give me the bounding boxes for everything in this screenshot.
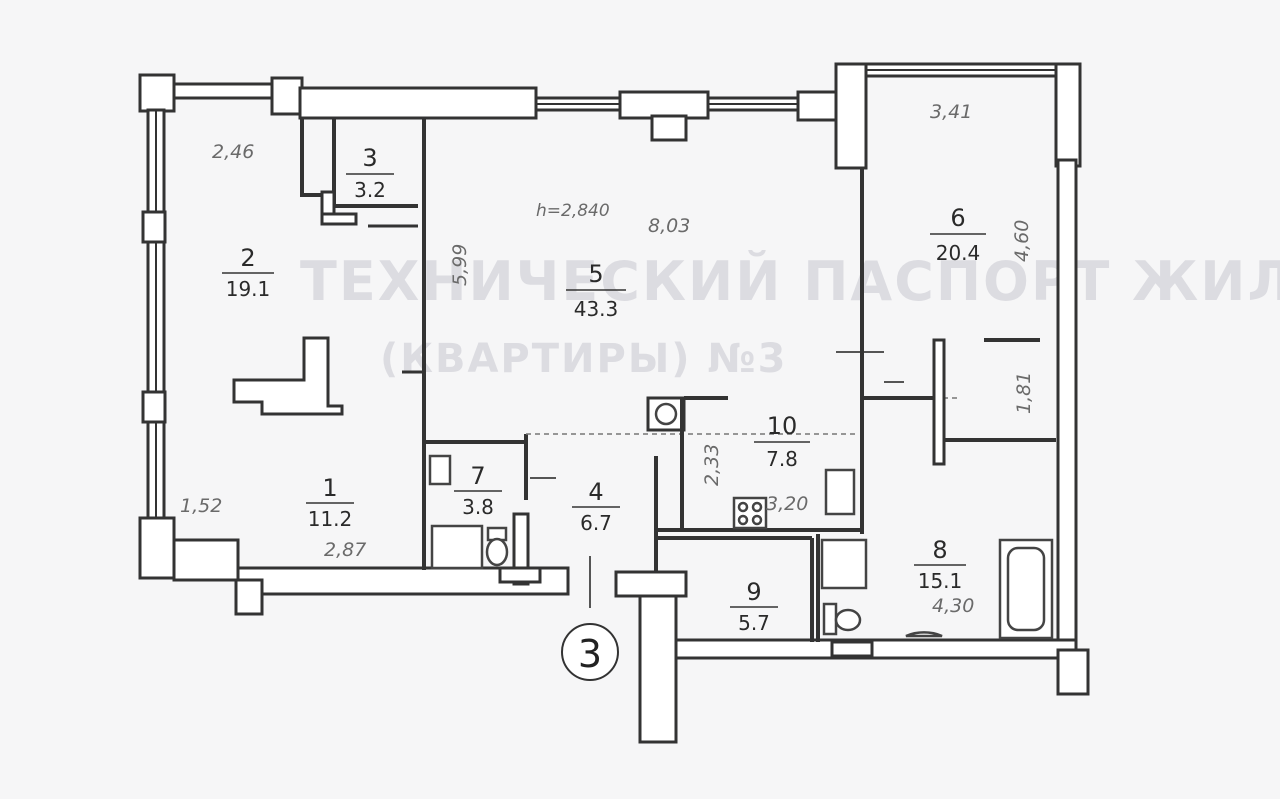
shower-tray-icon xyxy=(430,524,484,570)
wall-top xyxy=(172,82,280,100)
dimension-label: 1,81 xyxy=(1013,372,1035,414)
room-2: 2 19.1 xyxy=(222,244,274,301)
room-number: 4 xyxy=(588,478,603,506)
wall-column xyxy=(1054,62,1082,168)
wall-column xyxy=(141,390,167,424)
stove-icon xyxy=(732,496,768,530)
room-number: 5 xyxy=(588,260,603,288)
room-8: 8 15.1 xyxy=(914,536,966,593)
room-area: 3.8 xyxy=(462,495,494,519)
wall-column xyxy=(270,76,304,116)
partition xyxy=(498,566,542,584)
room-area: 15.1 xyxy=(918,569,963,593)
wall-bottom xyxy=(614,570,688,598)
tick-marks xyxy=(530,351,904,608)
shower-icon xyxy=(820,538,868,590)
room-number: 3 xyxy=(362,144,377,172)
room-number: 9 xyxy=(746,578,761,606)
outer-walls xyxy=(138,62,1090,744)
room-5: 5 43.3 xyxy=(566,260,626,321)
wall-column xyxy=(138,73,176,113)
dimension-label: 2,46 xyxy=(212,141,254,163)
room-1: 1 11.2 xyxy=(306,474,354,531)
wall-bottom xyxy=(172,538,240,582)
wall-top xyxy=(298,86,538,120)
dimension-label: 5,99 xyxy=(449,244,471,286)
kitchen-sink-icon xyxy=(824,468,856,516)
room-number: 1 xyxy=(322,474,337,502)
room-area: 11.2 xyxy=(308,507,353,531)
wall-right xyxy=(1056,158,1078,662)
room-6: 6 20.4 xyxy=(930,204,986,265)
room-9: 9 5.7 xyxy=(730,578,778,635)
dimension-label: 2,33 xyxy=(701,444,723,486)
wall-column xyxy=(1056,648,1090,696)
dimension-label: 3,20 xyxy=(766,493,808,515)
wall-column xyxy=(138,516,176,580)
wall-bottom xyxy=(674,638,1078,660)
wall-column xyxy=(650,114,688,142)
room-number: 8 xyxy=(932,536,947,564)
fixtures xyxy=(428,454,1054,640)
room-3: 3 3.2 xyxy=(346,144,394,202)
room-10: 10 7.8 xyxy=(754,412,810,471)
room-area: 3.2 xyxy=(354,178,386,202)
room-number: 10 xyxy=(767,412,798,440)
partitions xyxy=(232,118,1056,658)
toilet-icon xyxy=(485,537,509,567)
toilet-tank-icon xyxy=(822,602,838,636)
sink-icon xyxy=(428,454,452,486)
watermark: ТЕХНИЧЕСКИЙ ПАСПОРТ ЖИЛОГО ПОМЕЩЕНИЯ (КВ… xyxy=(300,250,1280,382)
room-number: 2 xyxy=(240,244,255,272)
dimension-label: 4,60 xyxy=(1011,220,1033,262)
wall-column xyxy=(834,62,868,170)
partition xyxy=(830,640,874,658)
dimension-label: 4,30 xyxy=(932,595,974,617)
dimension-label: 3,41 xyxy=(930,101,972,123)
room-area: 43.3 xyxy=(574,297,619,321)
apartment-number: 3 xyxy=(578,632,602,676)
dimension-label: 1,52 xyxy=(180,495,222,517)
wall-top xyxy=(618,90,710,120)
watermark-line-1: ТЕХНИЧЕСКИЙ ПАСПОРТ ЖИЛОГО ПОМЕЩЕНИЯ xyxy=(300,250,1280,313)
toilet-icon xyxy=(834,608,862,632)
room-area: 5.7 xyxy=(738,611,770,635)
room-area: 7.8 xyxy=(766,447,798,471)
partition xyxy=(320,212,358,226)
room-number: 7 xyxy=(470,462,485,490)
partition xyxy=(932,338,946,466)
dimensions: 2,46 1,52 2,87 5,99 h=2,840 8,03 3,41 4,… xyxy=(180,101,1035,617)
room-4: 4 6.7 xyxy=(572,478,620,535)
room-number: 6 xyxy=(950,204,965,232)
room-area: 6.7 xyxy=(580,511,612,535)
wall-column xyxy=(141,210,167,244)
wall-stub xyxy=(234,578,264,616)
dimension-label: 8,03 xyxy=(648,215,690,237)
watermark-line-2: (КВАРТИРЫ) №3 xyxy=(380,336,787,382)
room-area: 20.4 xyxy=(936,241,981,265)
wall-stub xyxy=(638,590,678,744)
room-7: 7 3.8 xyxy=(454,462,502,519)
room-area: 19.1 xyxy=(226,277,271,301)
bathtub-inner xyxy=(1006,546,1046,632)
wall-top xyxy=(796,90,840,122)
dimension-label: 2,87 xyxy=(324,539,366,561)
apartment-marker: 3 xyxy=(561,623,619,681)
partition xyxy=(232,336,344,416)
ceiling-height-label: h=2,840 xyxy=(536,201,610,221)
washbasin-icon xyxy=(905,631,943,638)
room-labels: 1 11.2 2 19.1 3 3.2 4 6.7 5 43.3 6 20.4 xyxy=(222,144,986,635)
